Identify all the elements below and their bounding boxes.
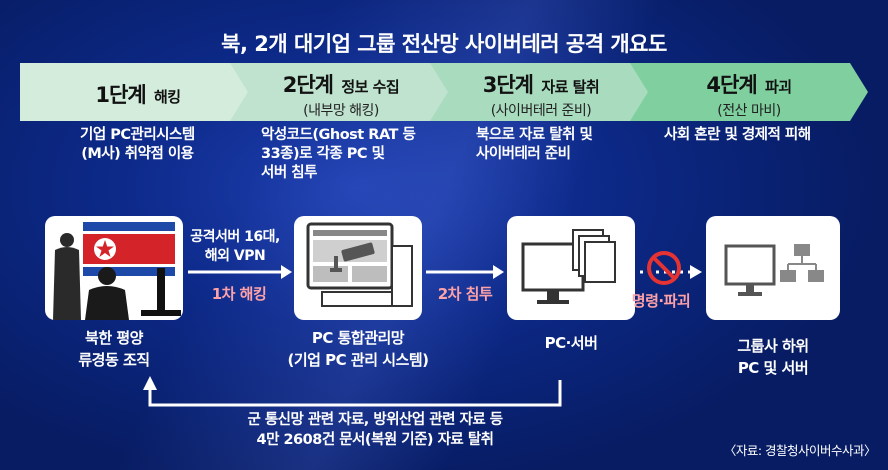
pc-server-image (507, 216, 635, 320)
stage-2-paren: (내부망 해킹) (303, 103, 379, 119)
desktop-monitor-icon (724, 244, 776, 296)
north-korea-caption: 북한 평양 류경동 조직 (78, 329, 150, 369)
stage-1-number: 1단계 (95, 83, 146, 107)
pc-server-caption: PC·서버 (544, 334, 598, 352)
stage-3-description: 북으로 자료 탈취 및 사이버테러 준비 (476, 127, 593, 162)
network-tree-icon (780, 244, 824, 282)
document-stack-icon (572, 229, 616, 283)
stage-1-description: 기업 PC관리시스템 (M사) 취약점 이용 (80, 127, 195, 162)
arrow-north-to-pcmgmt (188, 265, 292, 279)
source-note: 〈자료: 경찰청사이버수사과〉 (723, 443, 877, 458)
stage-1-name: 해킹 (153, 88, 181, 106)
person-seated-icon (85, 267, 129, 320)
hack1-label: 1차 해킹 (211, 285, 267, 303)
return-arrow-line (143, 376, 562, 407)
prohibited-icon (647, 251, 681, 285)
monitor-icon (141, 268, 181, 316)
stage-2-description: 악성코드(Ghost RAT 등 33종)로 각종 PC 및 서버 침투 (261, 127, 416, 181)
stage-2-number: 2단계 (282, 73, 334, 97)
stage-1-chevron (20, 63, 256, 121)
arrow-pcmgmt-to-pcserver (426, 265, 504, 279)
person-standing-icon (53, 233, 81, 320)
stage-2-name: 정보 수집 (341, 78, 400, 96)
stolen-data-text: 군 통신망 관련 자료, 방위산업 관련 자료 등 4만 2608건 문서(복원… (247, 412, 503, 448)
stage-3-paren: (사이버테러 준비) (490, 103, 592, 119)
stage-3: 3단계 자료 탈취 (사이버테러 준비) (430, 63, 652, 121)
stage-4-name: 파괴 (764, 78, 792, 96)
stage-2-chevron (230, 63, 452, 121)
stage-3-chevron (430, 63, 652, 121)
command-destroy-label: 명령·파괴 (631, 292, 691, 310)
stage-4-description: 사회 혼란 및 경제적 피해 (664, 127, 811, 143)
group-subsidiary-image (706, 216, 840, 320)
pc-management-image (294, 216, 422, 320)
stage-3-number: 3단계 (482, 73, 534, 97)
cctv-camera-icon (330, 242, 375, 272)
hack2-label: 2차 침투 (437, 285, 493, 303)
stage-1: 1단계 해킹 (20, 63, 256, 121)
stage-2: 2단계 정보 수집 (내부망 해킹) (230, 63, 452, 121)
stage-4: 4단계 파괴 (전산 마비) (630, 63, 868, 121)
page-title: 북, 2개 대기업 그룹 전산망 사이버테러 공격 개요도 (221, 32, 667, 56)
stage-4-chevron (630, 63, 868, 121)
pc-management-caption: PC 통합관리망 (기업 PC 관리 시스템) (287, 329, 429, 369)
north-korea-image (45, 216, 183, 320)
management-screen-icon (306, 222, 413, 307)
group-subsidiary-caption: 그룹사 하위 PC 및 서버 (737, 337, 809, 377)
stage-4-number: 4단계 (706, 73, 757, 97)
attack-server-label: 공격서버 16대, 해외 VPN (190, 229, 280, 264)
stage-3-name: 자료 탈취 (541, 78, 600, 96)
stage-4-paren: (전산 마비) (717, 103, 781, 119)
nk-flag-icon (83, 222, 175, 276)
